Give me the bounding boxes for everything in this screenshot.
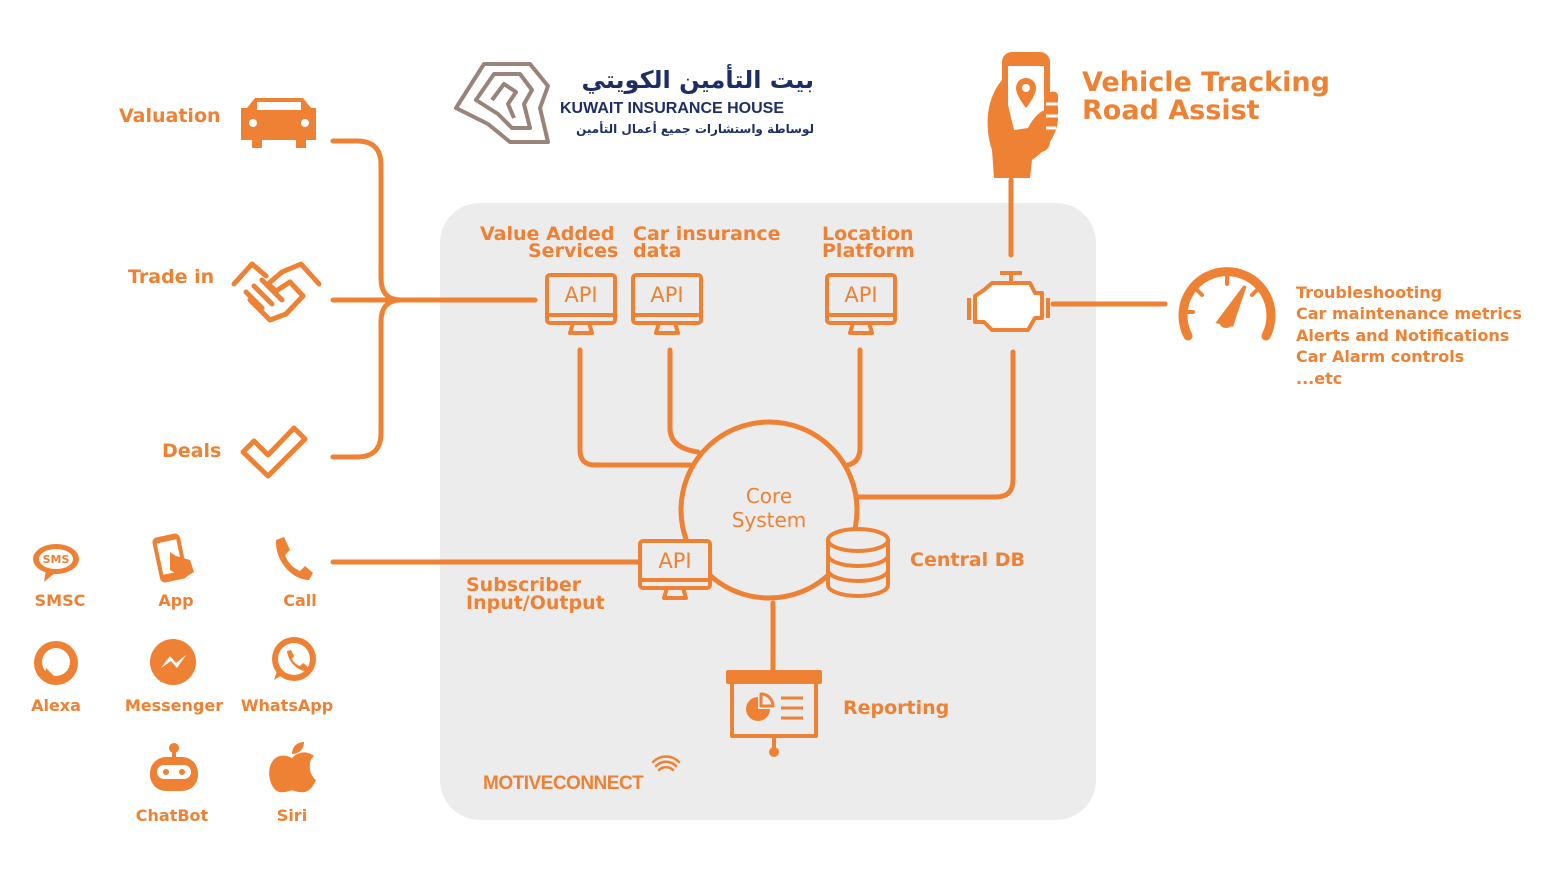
- value-added-label-line1: Value Added: [480, 223, 615, 245]
- core-system-circle: [678, 419, 860, 601]
- vas-to-core: [577, 347, 693, 468]
- chatbot-icon: [150, 743, 198, 791]
- whatsapp-icon: [272, 637, 316, 681]
- car-insurance-label-line2: data: [633, 240, 682, 262]
- api-monitor-vas: [545, 273, 617, 335]
- vehicle-tracking-title: Vehicle Tracking: [1082, 67, 1330, 98]
- messenger-icon: [150, 639, 196, 685]
- subscriber-label-line2: Input/Output: [466, 592, 605, 614]
- location-label-line1: Location: [822, 223, 914, 245]
- channel-label-siri: Siri: [276, 806, 308, 825]
- api-monitor-carins: [631, 273, 703, 335]
- channel-label-whatsapp: WhatsApp: [240, 696, 334, 715]
- alexa-icon: [34, 641, 78, 685]
- deals-label: Deals: [162, 440, 222, 462]
- car-insurance-label-line1: Car insurance: [633, 223, 781, 245]
- api-text-vas: API: [564, 283, 598, 307]
- feature-troubleshooting: Troubleshooting: [1296, 283, 1443, 302]
- feature-alerts-notifications: Alerts and Notifications: [1296, 326, 1510, 345]
- engine-icon: [967, 271, 1050, 332]
- speedometer-icon: [1178, 267, 1276, 341]
- subscriber-label-line1: Subscriber: [466, 574, 582, 596]
- database-icon: [826, 527, 890, 598]
- brand-arabic-name: بيت التأمين الكويتي: [581, 66, 814, 94]
- api-text-carins: API: [650, 283, 684, 307]
- wifi-icon: [651, 755, 681, 772]
- valuation-label: Valuation: [119, 105, 221, 127]
- core-system-line2: System: [731, 508, 807, 532]
- apple-icon: [269, 742, 316, 793]
- brand-english-name: KUWAIT INSURANCE HOUSE: [560, 100, 785, 117]
- channel-label-messenger: Messenger: [124, 696, 224, 715]
- core-system-line1: Core: [745, 484, 793, 508]
- api-monitor-subscriber: [638, 539, 712, 600]
- reporting-label: Reporting: [843, 697, 950, 719]
- motiveconnect-logo: MOTIVECONNECT: [483, 773, 644, 794]
- handshake-icon: [231, 261, 322, 323]
- channel-label-chatbot: ChatBot: [135, 806, 209, 825]
- phone-call-icon: [275, 537, 313, 580]
- location-to-core: [845, 347, 863, 468]
- trade-in-label: Trade in: [128, 266, 215, 288]
- sms-icon-text: SMS: [43, 553, 70, 566]
- checkmark-icon: [240, 425, 308, 479]
- api-text-subscriber: API: [658, 549, 692, 573]
- brand-arabic-tagline: لوساطة واستشارات جميع أعمال التأمين: [576, 122, 814, 136]
- channel-label-app: App: [158, 591, 194, 610]
- value-added-label-line2: Services: [528, 240, 619, 262]
- channel-label-alexa: Alexa: [31, 696, 81, 715]
- carins-to-core: [667, 347, 701, 455]
- feature-alarm-controls: Car Alarm controls: [1296, 347, 1465, 366]
- engine-to-core: [855, 349, 1016, 500]
- road-assist-title: Road Assist: [1082, 95, 1260, 126]
- presentation-icon: [726, 670, 822, 757]
- feature-etc: ...etc: [1296, 369, 1343, 388]
- phone-app-icon: [152, 533, 194, 583]
- location-label-line2: Platform: [822, 240, 915, 262]
- car-icon: [241, 98, 316, 148]
- api-monitor-location: [825, 273, 897, 335]
- api-text-location: API: [844, 283, 878, 307]
- hand-phone-icon: [987, 52, 1058, 178]
- kih-logo-mark: [454, 62, 550, 144]
- channel-label-smsc: SMSC: [34, 591, 86, 610]
- feature-maintenance-metrics: Car maintenance metrics: [1296, 304, 1522, 323]
- sms-icon: [33, 544, 79, 582]
- channel-label-call: Call: [283, 591, 317, 610]
- central-db-label: Central DB: [910, 549, 1026, 571]
